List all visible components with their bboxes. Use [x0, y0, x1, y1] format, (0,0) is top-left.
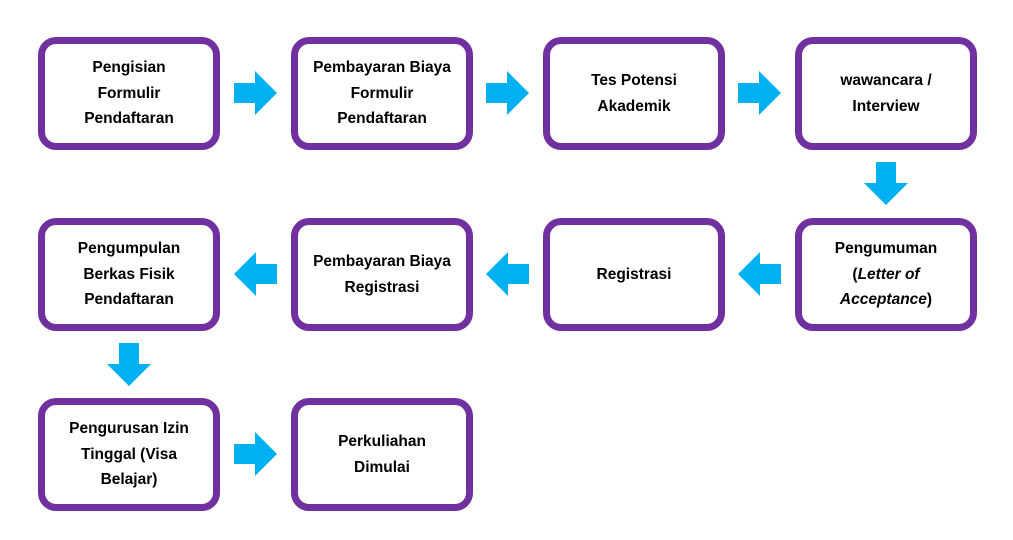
node-pembayaran-biaya-registrasi: Pembayaran Biaya Registrasi	[291, 218, 473, 331]
arrow-left-icon	[486, 252, 529, 296]
node-registrasi: Registrasi	[543, 218, 725, 331]
node-label: wawancara / Interview	[840, 71, 932, 115]
node-pengurusan-izin-tinggal-visa-belajar: Pengurusan Izin Tinggal (Visa Belajar)	[38, 398, 220, 511]
arrow-left-icon	[738, 252, 781, 296]
node-tes-potensi-akademik: Tes Potensi Akademik	[543, 37, 725, 150]
node-label: Tes Potensi Akademik	[591, 71, 677, 115]
node-label: Pembayaran Biaya Formulir Pendaftaran	[313, 59, 451, 128]
node-pembayaran-biaya-formulir-pendaftaran: Pembayaran Biaya Formulir Pendaftaran	[291, 37, 473, 150]
node-label-suffix: )	[926, 291, 933, 309]
node-label: Perkuliahan Dimulai	[338, 432, 426, 476]
node-pengumpulan-berkas-fisik-pendaftaran: Pengumpulan Berkas Fisik Pendaftaran	[38, 218, 220, 331]
arrow-left-icon	[234, 252, 277, 296]
node-pengisian-formulir-pendaftaran: Pengisian Formulir Pendaftaran	[38, 37, 220, 150]
node-pengumuman-letter-of-acceptance: Pengumuman (Letter of Acceptance)	[795, 218, 977, 331]
node-label: Pengumpulan Berkas Fisik Pendaftaran	[77, 240, 181, 309]
node-label-italic: Letter of Acceptance	[839, 265, 927, 309]
arrow-down-icon	[864, 162, 908, 205]
node-label: Pengurusan Izin Tinggal (Visa Belajar)	[69, 420, 189, 489]
arrow-right-icon	[486, 71, 529, 115]
arrow-right-icon	[738, 71, 781, 115]
arrow-down-icon	[107, 343, 151, 386]
node-perkuliahan-dimulai: Perkuliahan Dimulai	[291, 398, 473, 511]
node-label: Registrasi	[596, 265, 672, 283]
arrow-right-icon	[234, 432, 277, 476]
node-label: Pengumuman (Letter of Acceptance)	[816, 236, 956, 313]
arrow-right-icon	[234, 71, 277, 115]
node-wawancara-interview: wawancara / Interview	[795, 37, 977, 150]
node-label-prefix: Pengumuman (	[834, 240, 938, 283]
node-label: Pembayaran Biaya Registrasi	[313, 252, 451, 296]
node-label: Pengisian Formulir Pendaftaran	[84, 59, 174, 128]
